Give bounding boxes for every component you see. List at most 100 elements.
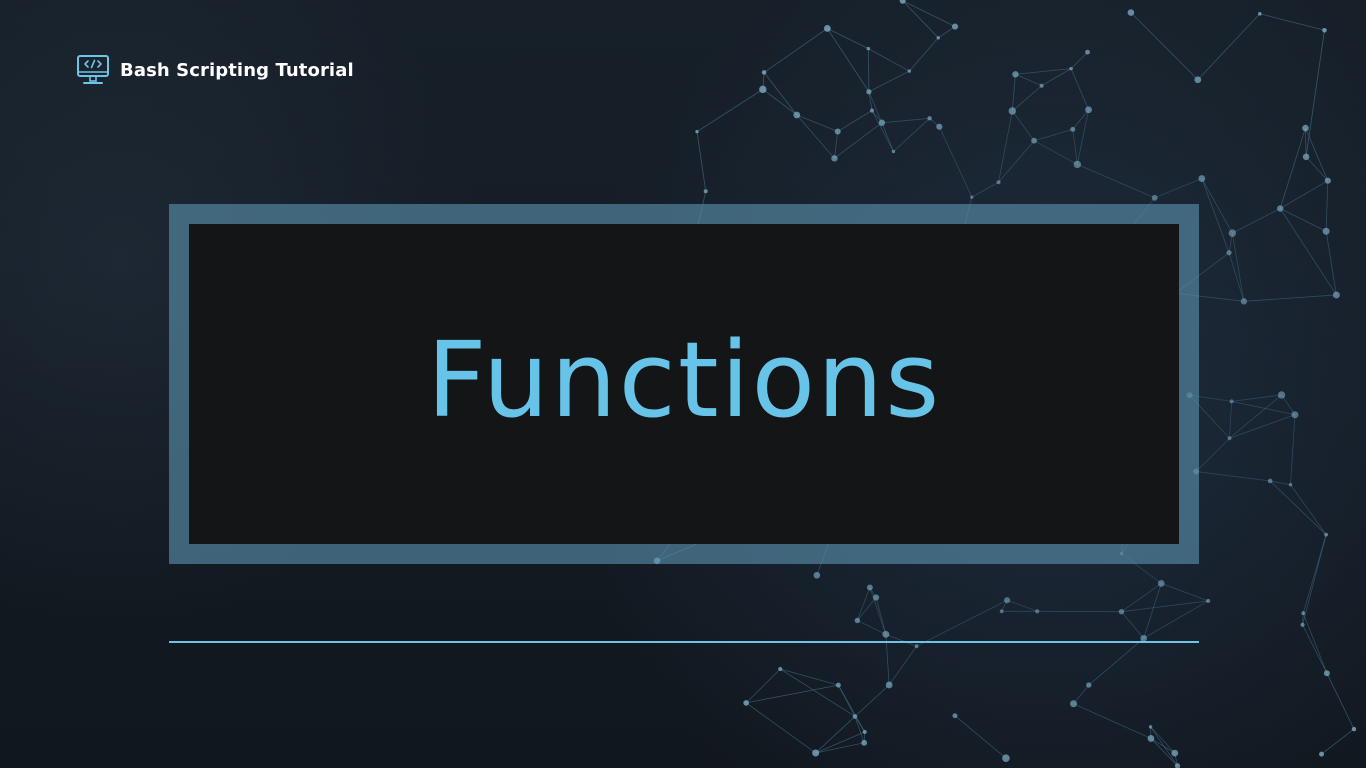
network-link (1121, 600, 1209, 613)
network-link (854, 716, 865, 743)
network-link (1161, 583, 1209, 602)
network-link (1154, 178, 1202, 199)
network-node (970, 195, 974, 199)
network-link (1229, 414, 1296, 439)
network-node (1258, 11, 1262, 16)
brand-label: Bash Scripting Tutorial (120, 59, 354, 81)
network-link (1033, 128, 1073, 142)
network-node (866, 46, 871, 51)
network-node (952, 713, 958, 719)
network-node (1069, 66, 1073, 71)
network-node (1267, 478, 1273, 484)
network-node (1302, 124, 1309, 132)
network-node (951, 23, 959, 30)
network-link (856, 587, 871, 621)
network-node (1319, 751, 1325, 757)
network-link (1325, 231, 1337, 296)
network-node (743, 700, 749, 706)
network-link (763, 72, 798, 116)
network-link (745, 668, 781, 704)
network-node (1070, 700, 1078, 708)
network-link (696, 88, 764, 133)
network-link (815, 731, 865, 754)
network-node (1118, 608, 1125, 615)
network-node (936, 123, 943, 130)
network-link (888, 645, 917, 686)
network-node (1324, 177, 1331, 184)
network-link (871, 110, 894, 152)
title-frame: Functions (169, 204, 1199, 564)
network-link (1033, 140, 1078, 165)
network-link (1269, 480, 1327, 535)
network-link (868, 91, 883, 123)
network-link (881, 117, 930, 124)
network-node (1147, 735, 1155, 742)
network-node (1127, 9, 1135, 16)
network-node (1288, 483, 1293, 487)
network-link (857, 620, 887, 635)
network-link (1259, 13, 1325, 31)
network-node (1086, 682, 1092, 688)
network-link (909, 37, 939, 72)
network-link (1280, 208, 1327, 232)
network-link (1070, 68, 1089, 110)
network-link (1196, 471, 1271, 482)
network-link (837, 684, 866, 733)
network-link (1229, 401, 1232, 439)
network-link (1229, 394, 1282, 439)
network-link (971, 181, 999, 198)
network-node (1228, 229, 1237, 237)
network-link (1232, 208, 1281, 234)
network-link (868, 70, 910, 93)
network-node (1039, 83, 1044, 88)
network-link (1070, 51, 1088, 69)
network-link (1072, 129, 1078, 165)
network-link (1088, 637, 1144, 686)
network-node (1291, 411, 1299, 419)
network-node (1226, 250, 1232, 256)
network-link (1243, 294, 1337, 302)
network-link (1302, 624, 1328, 674)
network-node (834, 128, 841, 135)
network-link (796, 114, 838, 132)
network-node (861, 739, 868, 746)
network-node (1085, 49, 1090, 55)
network-node (1206, 598, 1211, 604)
title-panel: Functions (189, 224, 1179, 544)
network-node (1003, 597, 1011, 604)
network-link (938, 26, 956, 39)
network-link (1302, 534, 1327, 625)
network-link (1041, 68, 1072, 87)
network-link (867, 48, 870, 92)
network-link (1143, 583, 1162, 639)
network-node (999, 609, 1004, 614)
network-node (695, 129, 699, 134)
network-link (854, 716, 866, 733)
network-node (1301, 611, 1306, 616)
network-node (823, 25, 831, 32)
network-link (1011, 74, 1016, 111)
network-link (1302, 534, 1327, 614)
network-node (927, 116, 932, 121)
network-link (1015, 68, 1072, 75)
network-link (815, 716, 856, 754)
network-node (759, 85, 767, 94)
brand-header: Bash Scripting Tutorial (76, 52, 354, 88)
network-node (1148, 725, 1153, 729)
network-link (1150, 726, 1176, 754)
network-node (1198, 175, 1206, 182)
slide-title: Functions (426, 319, 942, 441)
network-link (1305, 156, 1329, 181)
network-node (761, 70, 767, 75)
network-node (1171, 749, 1179, 757)
network-node (1277, 391, 1286, 399)
network-link (1326, 673, 1355, 730)
network-node (866, 584, 873, 591)
network-link (1270, 480, 1291, 486)
network-link (1279, 127, 1306, 209)
network-link (1321, 728, 1355, 755)
network-link (1130, 12, 1199, 81)
network-node (862, 729, 867, 735)
network-link (1006, 599, 1038, 612)
network-link (875, 597, 887, 635)
